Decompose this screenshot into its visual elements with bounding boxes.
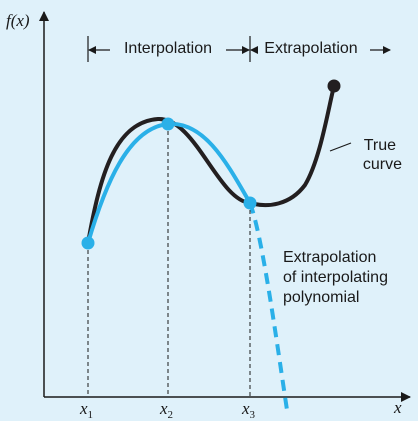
y-axis-label: f(x)	[6, 11, 30, 30]
true-curve-pointer	[329, 142, 352, 152]
tick-label-x2: x2	[159, 399, 173, 421]
true-curve	[86, 84, 336, 245]
data-point-x3	[243, 196, 257, 210]
extrapolation-label: Extrapolation	[264, 40, 357, 57]
interpolation-label: Interpolation	[124, 40, 212, 57]
true-curve-label-1: True	[364, 137, 396, 154]
data-point-x2	[161, 117, 175, 131]
true-curve-label-2: curve	[363, 156, 402, 173]
data-point-x1	[81, 236, 95, 250]
x-axis-label: x	[393, 398, 402, 417]
true-curve-endpoint	[327, 79, 341, 93]
extrap-annotation-2: of interpolating	[283, 269, 388, 286]
tick-label-x3: x3	[241, 399, 256, 421]
extrap-annotation-1: Extrapolation	[283, 249, 376, 266]
extrap-annotation-3: polynomial	[283, 289, 359, 306]
tick-label-x1: x1	[79, 399, 93, 421]
extrapolated-polynomial	[248, 202, 289, 411]
